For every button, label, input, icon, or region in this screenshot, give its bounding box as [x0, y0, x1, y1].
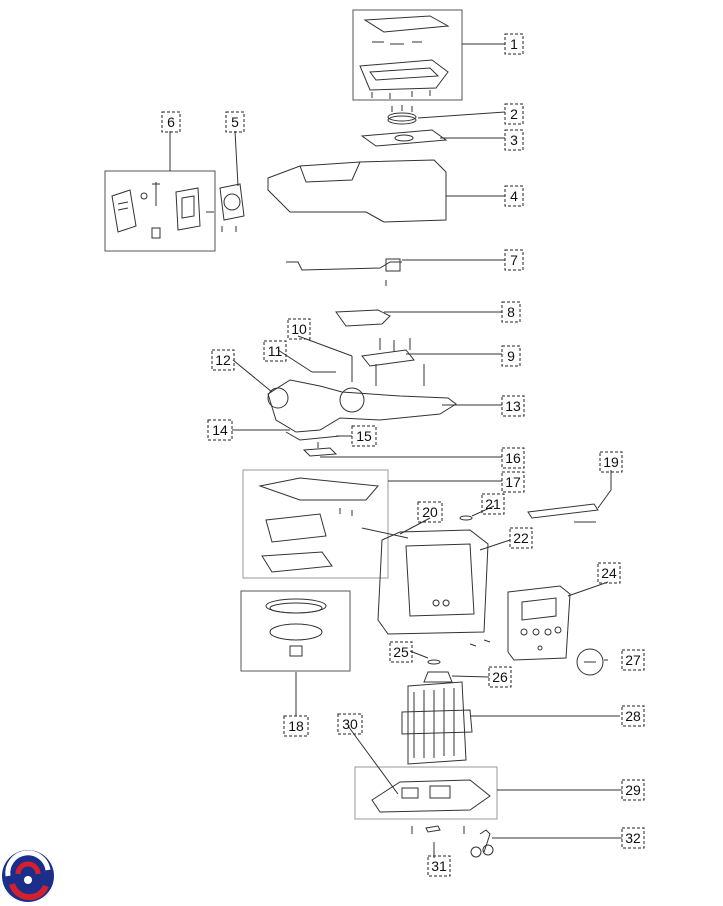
callout-25: 25 — [393, 644, 409, 660]
group-box-29 — [354, 766, 498, 820]
callout-26: 26 — [492, 669, 508, 685]
part-base-assembly — [371, 779, 491, 813]
callout-4: 4 — [510, 188, 518, 204]
callout-11: 11 — [268, 343, 283, 359]
callout-22: 22 — [513, 530, 529, 546]
callout-6: 6 — [167, 114, 175, 130]
callout-28: 28 — [625, 708, 641, 724]
part-gear-assembly — [267, 338, 457, 457]
part-side-controls — [111, 182, 245, 239]
part-cable — [286, 258, 402, 286]
group-box-17 — [242, 469, 389, 579]
brand-logo — [2, 850, 54, 902]
group-box-18 — [240, 590, 351, 672]
callout-16: 16 — [505, 450, 521, 466]
part-top-housing — [267, 159, 447, 223]
callout-24: 24 — [601, 565, 617, 581]
callout-10: 10 — [291, 321, 307, 337]
callout-13: 13 — [505, 398, 521, 414]
callout-20: 20 — [422, 504, 438, 520]
part-rods — [361, 503, 599, 539]
part-seal-disc — [265, 598, 327, 657]
part-blade-guard-set — [258, 477, 380, 573]
callout-17: 17 — [505, 474, 521, 490]
part-control-panel — [507, 585, 571, 661]
callout-30: 30 — [342, 716, 358, 732]
callout-2: 2 — [510, 106, 518, 122]
leader-lines — [169, 43, 622, 858]
callout-27: 27 — [625, 652, 641, 668]
callout-12: 12 — [215, 352, 231, 368]
callout-31: 31 — [431, 858, 447, 874]
callout-8: 8 — [507, 304, 515, 320]
part-lid-assembly — [359, 15, 450, 99]
group-box-6 — [104, 170, 216, 252]
callout-1: 1 — [510, 36, 518, 52]
callout-14: 14 — [212, 422, 228, 438]
callout-15: 15 — [356, 428, 372, 444]
part-small-parts — [411, 825, 494, 858]
part-belt — [335, 309, 391, 327]
group-box-1 — [352, 9, 463, 101]
callout-9: 9 — [507, 348, 515, 364]
callout-19: 19 — [603, 454, 619, 470]
callout-5: 5 — [231, 114, 239, 130]
callout-21: 21 — [485, 496, 501, 512]
callout-7: 7 — [510, 252, 518, 268]
callout-32: 32 — [625, 830, 641, 846]
part-coupling-and-seal — [360, 105, 448, 147]
label-boxes — [161, 33, 645, 877]
callout-18: 18 — [288, 718, 304, 734]
part-washer-and-fan — [423, 659, 453, 683]
part-knob — [576, 648, 604, 676]
callout-3: 3 — [510, 132, 518, 148]
part-main-body — [377, 529, 491, 647]
part-motor — [401, 681, 473, 765]
callout-29: 29 — [625, 782, 641, 798]
